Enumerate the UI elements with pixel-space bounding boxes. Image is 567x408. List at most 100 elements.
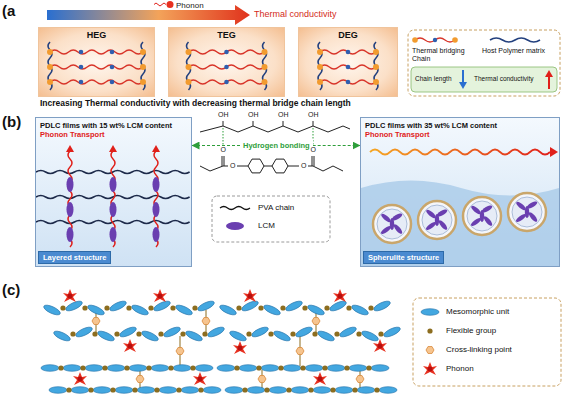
structure-tag: Layered structure [38,251,111,264]
chemical-structure [264,166,272,167]
chemical-structure [283,121,284,126]
node-title: PDLC films with 35 wt% LCM content [365,121,555,130]
atom-label: O [221,146,226,154]
layered-film-art [153,177,160,192]
node-title: PDLC films with 15 wt% LCM content [40,121,187,130]
deg-sample [317,64,323,70]
lc-network-art [136,376,144,383]
lc-network-art [217,365,389,372]
bond-connector [313,145,360,146]
deg-sample [374,42,378,90]
deg-sample [320,80,376,84]
lc-network-art [153,289,167,302]
node-title: Hydrogen bonding [243,141,310,150]
legend-label: Mesomorphic unit [446,307,509,316]
chemical-structure [200,121,350,173]
layered-film-art [67,177,74,192]
heg-sample [50,80,143,84]
lc-network-art [202,318,210,325]
lc-network-art [42,299,215,317]
heg-sample [110,80,115,85]
layered-film-art [110,227,117,242]
layered-film-art [66,145,74,152]
atom-label: OH [278,111,289,119]
layered-film-art [152,145,160,152]
legend-frame [408,30,560,96]
teg-sample [262,64,268,70]
teg-sample [168,27,285,97]
lc-network-art [49,387,221,394]
spherulite-film-art [550,147,558,157]
lc-network-art [296,348,304,355]
lc-network-art [225,387,397,394]
spherulite-film-art [370,150,550,155]
lc-network-art [176,348,184,355]
heg-sample [79,80,84,85]
axis-label: Thermal conductivity [254,9,337,19]
teg-sample [189,80,265,84]
symbol-label: Phonon [176,1,204,10]
heg-sample [110,50,115,55]
deg-sample [298,27,398,97]
chemical-structure [248,159,264,173]
legend-frame [212,196,330,242]
film-panel: PDLC films with 35 wt% LCM contentPhonon… [360,117,560,267]
legend-frame [548,76,550,89]
node-title: HEG [42,30,151,41]
lc-network-art [193,372,207,385]
node-subtitle: Phonon Transport [365,130,555,139]
legend-frame [452,37,458,43]
legend-frame [411,67,557,92]
chemical-structure [253,121,254,126]
layered-film-art [36,196,190,199]
lc-network-art [233,341,247,354]
atom-label: O [230,162,235,170]
heg-sample [141,42,145,90]
teg-sample [168,27,285,97]
teg-sample [186,79,192,85]
chemical-structure [222,156,223,166]
legend-frame [490,38,540,42]
film-panel: PDLC films with 15 wt% LCM contentPhonon… [35,117,192,267]
legend-label: Thermal bridging Chain [412,47,476,63]
node-title: Layered structure [43,253,106,262]
lc-network-art [218,299,391,317]
deg-sample [373,79,379,85]
legend-frame [413,298,561,386]
deg-sample [298,27,398,97]
lc-network-art [243,289,257,302]
legend-frame [545,70,553,77]
node-subtitle: Phonon Transport [40,130,187,139]
legend-label: Cross-linking point [446,345,512,354]
deg-sample [317,79,323,85]
node-title: TEG [172,30,281,41]
legend-frame [226,222,244,230]
heg-sample [47,79,53,85]
structure-tag: Spherulite structure [363,251,444,264]
panel-letter: (a [2,2,15,19]
heg-sample [140,79,146,85]
lc-network-art [313,372,327,385]
legend-frame [212,196,330,242]
heg-sample [140,49,146,55]
chemical-structure [224,156,225,166]
atom-label: OH [218,111,229,119]
heg-sample [50,50,143,54]
legend-frame [415,38,455,42]
sample-box: HEG [38,27,155,97]
lc-network-art [258,376,266,383]
teg-sample [262,79,268,85]
legend-label: Phonon [446,364,474,373]
layered-film-art [67,202,74,217]
phonon-icon [167,1,174,8]
chemical-structure [223,121,224,126]
legend-frame [412,37,418,43]
legend-label: PVA chain [258,203,294,212]
atom-label: O [301,162,306,170]
heg-sample [140,64,146,70]
panel-caption: Increasing Thermal conductivity with dec… [40,99,351,109]
legend-frame [413,298,561,386]
heg-sample [79,50,84,55]
chemical-structure [237,166,248,167]
conductivity-arrow [47,5,250,25]
